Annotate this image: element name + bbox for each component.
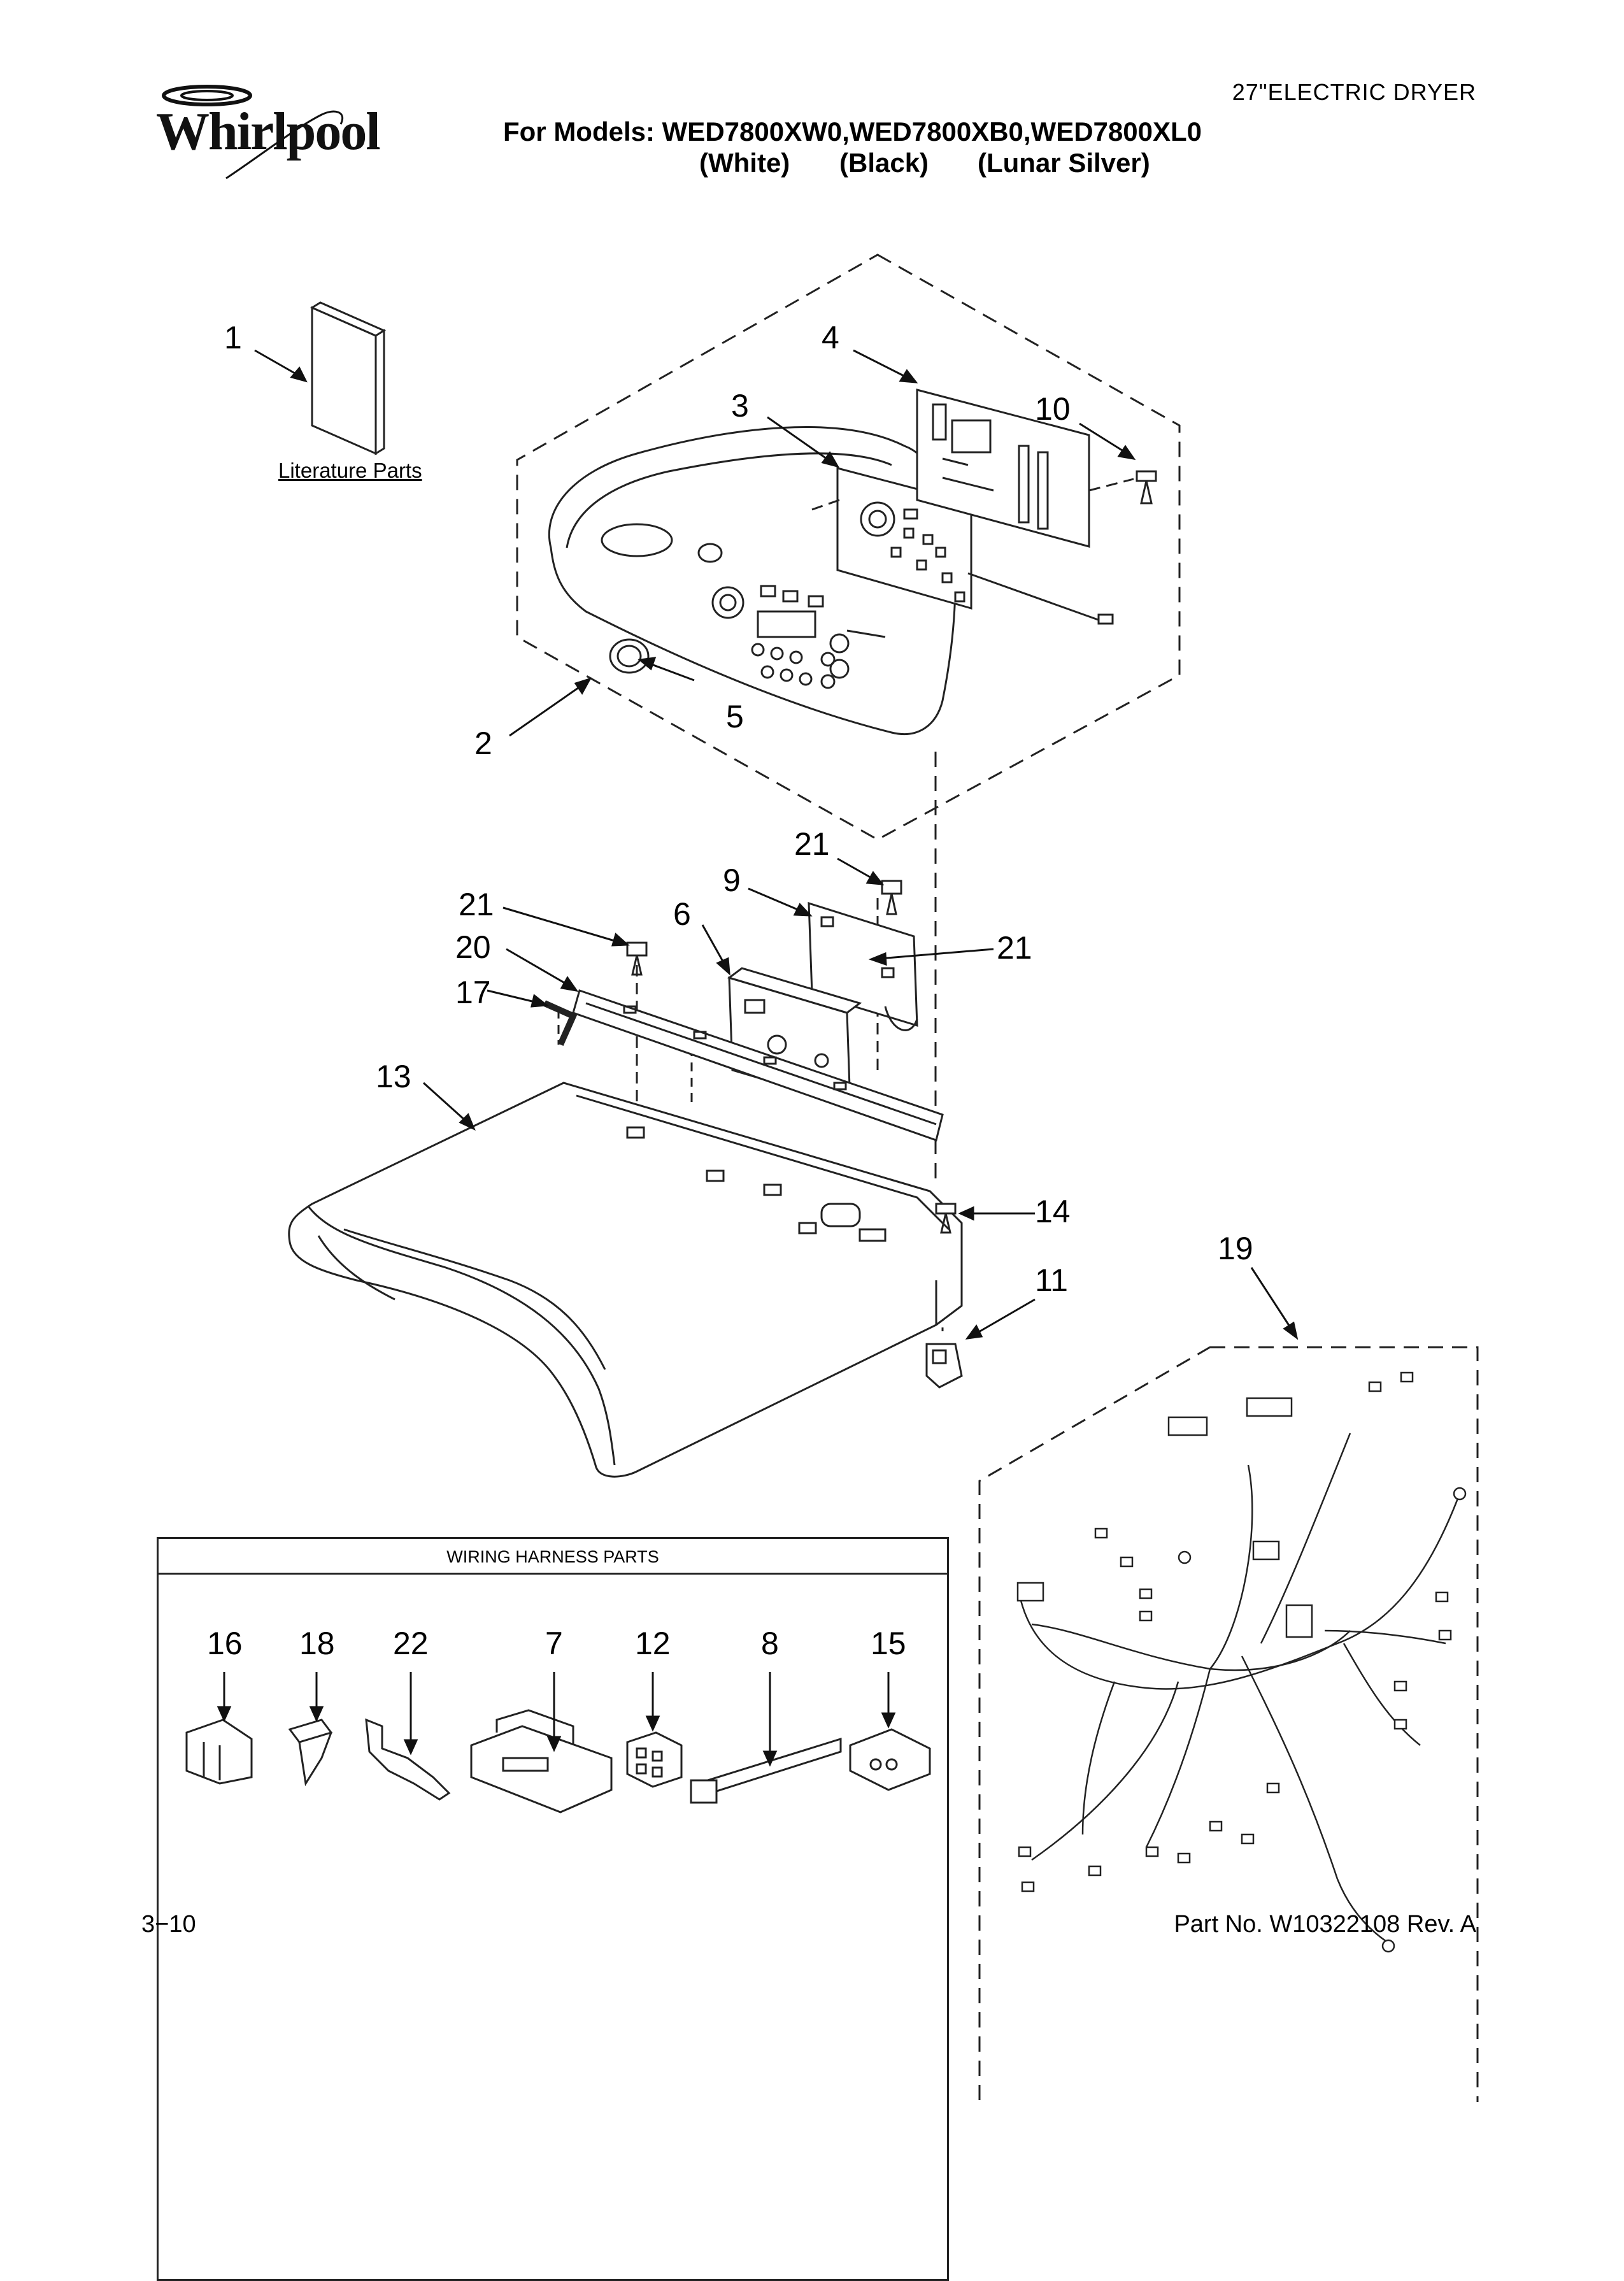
harness-part-22-icon <box>365 1718 451 1801</box>
callout-2: 2 <box>474 726 492 761</box>
harness-part-16-icon <box>185 1719 253 1785</box>
trim-strip-icon <box>572 989 944 1141</box>
callout-21-left: 21 <box>459 887 494 922</box>
callout-19: 19 <box>1218 1231 1253 1266</box>
harness-part-8-icon <box>690 1737 842 1804</box>
page-number: 3−10 <box>141 1911 196 1938</box>
callout-10: 10 <box>1035 391 1071 427</box>
logo-swirl-icon <box>162 85 344 180</box>
hex-key-icon <box>543 1000 578 1047</box>
callout-17: 17 <box>455 975 491 1010</box>
callout-6: 6 <box>673 896 691 932</box>
callout-13: 13 <box>376 1059 411 1094</box>
callout-7: 7 <box>545 1626 563 1661</box>
harness-part-18-icon <box>288 1719 333 1787</box>
callout-5: 5 <box>726 699 744 734</box>
wiring-harness-outline <box>978 1346 1479 2102</box>
harness-part-7-icon <box>470 1709 613 1813</box>
brand-name: Whirlpool <box>156 102 381 161</box>
screw-14-icon <box>935 1203 957 1234</box>
screw-icon <box>1136 470 1157 504</box>
user-interface-housing-icon <box>916 389 1090 548</box>
harness-part-12-icon <box>626 1731 683 1788</box>
callout-15: 15 <box>871 1626 906 1661</box>
screw-21-icon <box>881 880 902 915</box>
screw-21-left-icon <box>626 941 648 976</box>
exploded-parts-diagram <box>185 254 1479 2102</box>
callout-4: 4 <box>822 320 839 355</box>
part-number: Part No. W10322108 Rev. A <box>1174 1911 1476 1938</box>
whirlpool-logo: Whirlpool <box>131 76 385 185</box>
callout-11: 11 <box>1035 1262 1068 1298</box>
callout-18: 18 <box>299 1626 335 1661</box>
bracket-icon <box>808 901 918 1031</box>
document-type: 27"ELECTRIC DRYER <box>1232 79 1476 105</box>
board-lead-wire <box>967 572 1102 622</box>
console-assembly-outline <box>516 254 1181 841</box>
variant-white: (White) <box>699 148 790 178</box>
clip-11-icon <box>925 1343 963 1389</box>
callout-8: 8 <box>761 1626 779 1661</box>
literature-parts-label: Literature Parts <box>278 459 422 482</box>
callout-3: 3 <box>731 388 749 424</box>
board-lead-connector-icon <box>1097 613 1114 625</box>
variant-lunar-silver: (Lunar Silver) <box>978 148 1150 178</box>
dryer-top-icon <box>288 1082 963 1478</box>
wiring-harness-icon <box>1016 1371 1467 1953</box>
callout-16: 16 <box>207 1626 243 1661</box>
callout-22: 22 <box>393 1626 429 1661</box>
callout-20: 20 <box>455 929 491 965</box>
variant-black: (Black) <box>839 148 929 178</box>
callout-14: 14 <box>1035 1194 1071 1229</box>
wiring-harness-parts-title: WIRING HARNESS PARTS <box>159 1539 947 1575</box>
callout-21-top: 21 <box>794 826 830 862</box>
knob-icon <box>609 638 650 674</box>
callout-12: 12 <box>635 1626 671 1661</box>
literature-book-icon <box>310 301 387 455</box>
callout-1: 1 <box>224 320 242 355</box>
callout-9: 9 <box>723 862 741 898</box>
callout-21-right: 21 <box>997 930 1032 966</box>
models-line: For Models: WED7800XW0,WED7800XB0,WED780… <box>503 117 1202 147</box>
harness-part-15-icon <box>849 1728 931 1791</box>
